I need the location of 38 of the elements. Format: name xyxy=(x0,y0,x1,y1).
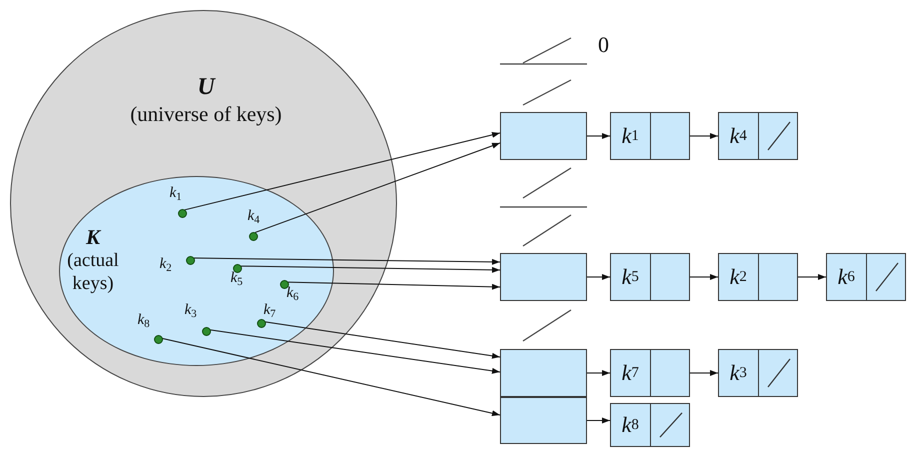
set-name: U xyxy=(197,73,215,102)
arrow xyxy=(690,274,718,280)
arrow xyxy=(586,370,610,376)
arrow xyxy=(690,133,718,139)
set-name: K xyxy=(86,225,100,250)
list-element xyxy=(718,349,798,397)
key-label: k$_{1}$ xyxy=(170,186,182,202)
key-label: k$_{7}$ xyxy=(264,302,276,320)
arrow xyxy=(286,282,500,290)
arrow xyxy=(586,418,610,424)
key-label: k$_{8}$ xyxy=(138,312,150,330)
key-label: k$_{4}$ xyxy=(248,208,260,226)
set-description: (universe of keys) xyxy=(130,102,282,127)
arrow xyxy=(254,142,500,233)
arrow xyxy=(798,274,826,280)
list-element xyxy=(610,403,690,447)
arrow xyxy=(586,133,610,139)
set-description: (actual keys) xyxy=(66,250,120,296)
list-element xyxy=(610,349,690,397)
hash-table-slot xyxy=(500,397,587,444)
list-element xyxy=(610,253,690,301)
key-label: k$_{2}$ xyxy=(160,256,172,274)
arrow xyxy=(192,258,500,265)
list-element xyxy=(718,112,798,160)
list-element xyxy=(610,112,690,160)
key-label: k$_{6}$ xyxy=(286,286,299,302)
key-label: k$_{3}$ xyxy=(184,302,197,320)
arrow xyxy=(586,274,610,280)
hash-table-slot xyxy=(500,253,587,301)
list-element xyxy=(718,253,798,301)
hash-table-slot xyxy=(500,112,587,160)
list-element xyxy=(826,253,906,301)
arrow xyxy=(690,370,718,376)
arrow xyxy=(239,266,500,273)
key-label: k$_{5}$ xyxy=(230,270,243,288)
hash-table-slot xyxy=(500,349,587,397)
arrow xyxy=(184,132,500,210)
slot-index: 0 xyxy=(598,34,609,56)
